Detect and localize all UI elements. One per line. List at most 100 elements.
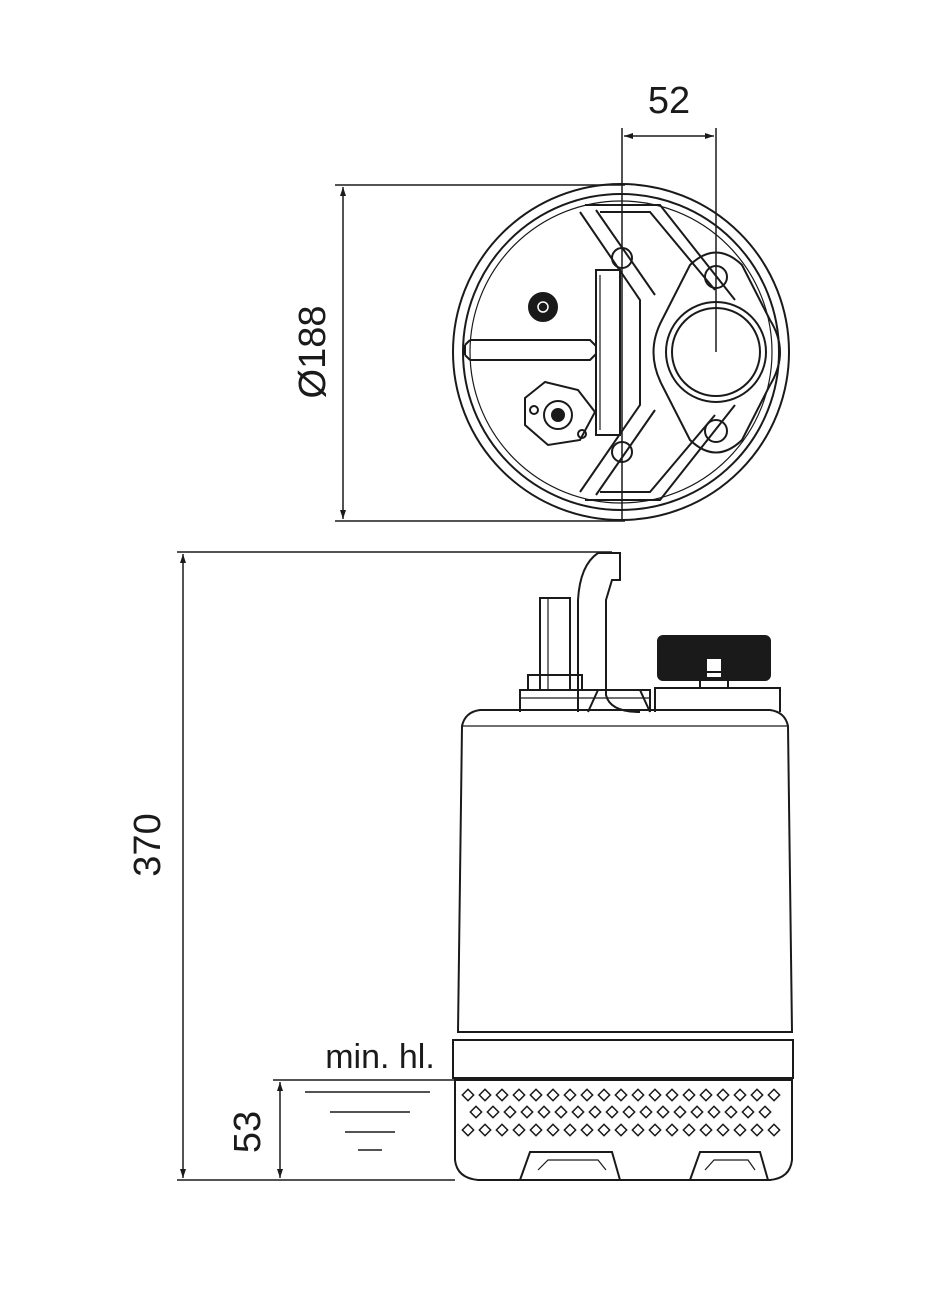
- outlet-valve-base: [699, 671, 729, 689]
- strainer-hole: [597, 1123, 611, 1137]
- strainer-hole: [724, 1105, 738, 1119]
- strut: [470, 339, 597, 361]
- strainer-hole: [529, 1123, 543, 1137]
- top-cap-left: [519, 689, 651, 712]
- top-dimensions: [335, 128, 717, 522]
- cable-gland-center: [551, 408, 565, 422]
- strainer-hole: [665, 1088, 679, 1102]
- housing-outer-circle: [452, 183, 790, 521]
- strainer-hole: [758, 1105, 772, 1119]
- strainer-hole: [563, 1088, 577, 1102]
- gland-screw-left: [529, 405, 539, 415]
- min-level-label: min. hl.: [325, 1038, 435, 1076]
- strainer-hole: [733, 1088, 747, 1102]
- lower-rib-inner: [600, 414, 716, 493]
- lower-rib: [585, 404, 736, 501]
- diameter-value: Ø188: [292, 306, 334, 399]
- strainer-hole: [648, 1088, 662, 1102]
- strainer-hole: [767, 1123, 781, 1137]
- cable-gland-nut: [543, 400, 573, 430]
- foot-right-inner: [704, 1159, 756, 1171]
- strainer-hole: [563, 1123, 577, 1137]
- screw-plug: [528, 292, 558, 322]
- strainer-hole: [580, 1088, 594, 1102]
- strainer-hole: [656, 1105, 670, 1119]
- strainer-hole: [631, 1123, 645, 1137]
- strainer-hole: [546, 1088, 560, 1102]
- strainer-hole: [673, 1105, 687, 1119]
- outlet-offset-value: 52: [648, 80, 690, 122]
- strainer-hole: [699, 1123, 713, 1137]
- strainer-hole: [512, 1123, 526, 1137]
- min-level-value: 53: [227, 1111, 269, 1153]
- handle: [577, 552, 641, 713]
- height-value: 370: [127, 813, 169, 876]
- strainer-base: [454, 1079, 793, 1181]
- screw-plug-center: [537, 301, 549, 313]
- strainer-hole: [597, 1088, 611, 1102]
- strainer-hole: [486, 1105, 500, 1119]
- strainer-hole: [716, 1123, 730, 1137]
- foot-left-inner: [537, 1159, 607, 1171]
- strainer-hole: [478, 1123, 492, 1137]
- strainer-hole: [580, 1123, 594, 1137]
- strainer-hole: [682, 1088, 696, 1102]
- strainer-hole: [690, 1105, 704, 1119]
- housing-rim-circle: [469, 200, 773, 504]
- strainer-hole: [648, 1123, 662, 1137]
- strainer-hole: [741, 1105, 755, 1119]
- strainer-hole: [699, 1088, 713, 1102]
- strainer-hole: [571, 1105, 585, 1119]
- strainer-hole: [750, 1123, 764, 1137]
- strainer-hole: [495, 1088, 509, 1102]
- rib-line-b: [595, 409, 656, 496]
- gland-screw-right: [577, 429, 587, 439]
- strainer-hole: [520, 1105, 534, 1119]
- upper-rib-inner: [600, 211, 716, 291]
- top-view: [452, 183, 790, 521]
- handle-bar: [595, 269, 621, 436]
- pump-band: [452, 1039, 794, 1079]
- foot-right: [689, 1151, 769, 1181]
- strainer-hole: [503, 1105, 517, 1119]
- strainer-hole: [733, 1123, 747, 1137]
- side-dimensions: [177, 551, 612, 1181]
- strainer-hole: [750, 1088, 764, 1102]
- strainer-hole: [461, 1088, 475, 1102]
- center-rib: [579, 211, 641, 493]
- cable-entry: [539, 597, 571, 691]
- strainer-hole: [537, 1105, 551, 1119]
- cable-entry-base: [527, 674, 583, 690]
- motor-housing: [456, 709, 794, 1033]
- strainer-holes: [461, 1088, 781, 1137]
- strainer-hole: [605, 1105, 619, 1119]
- strainer-hole: [682, 1123, 696, 1137]
- flange-bolt-bottom: [704, 419, 728, 443]
- strainer-hole: [554, 1105, 568, 1119]
- strainer-hole: [716, 1088, 730, 1102]
- strainer-hole: [622, 1105, 636, 1119]
- strainer-hole: [614, 1088, 628, 1102]
- strainer-hole: [512, 1088, 526, 1102]
- strainer-hole: [665, 1123, 679, 1137]
- strainer-hole: [495, 1123, 509, 1137]
- strainer-hole: [469, 1105, 483, 1119]
- strainer-hole: [588, 1105, 602, 1119]
- strainer-hole: [614, 1123, 628, 1137]
- strut-end: [464, 339, 471, 361]
- handle-base: [587, 689, 651, 713]
- outlet-valve: [705, 657, 723, 679]
- foot-left: [519, 1151, 621, 1181]
- top-cap-right: [654, 687, 781, 712]
- strainer-hole: [639, 1105, 653, 1119]
- strainer-hole: [461, 1123, 475, 1137]
- side-view: [452, 552, 794, 1181]
- strainer-hole: [707, 1105, 721, 1119]
- strainer-hole: [529, 1088, 543, 1102]
- strainer-hole: [478, 1088, 492, 1102]
- cable-gland: [524, 380, 597, 447]
- rib-line-a: [595, 209, 656, 296]
- strainer-hole: [546, 1123, 560, 1137]
- outlet-flange: [652, 251, 781, 454]
